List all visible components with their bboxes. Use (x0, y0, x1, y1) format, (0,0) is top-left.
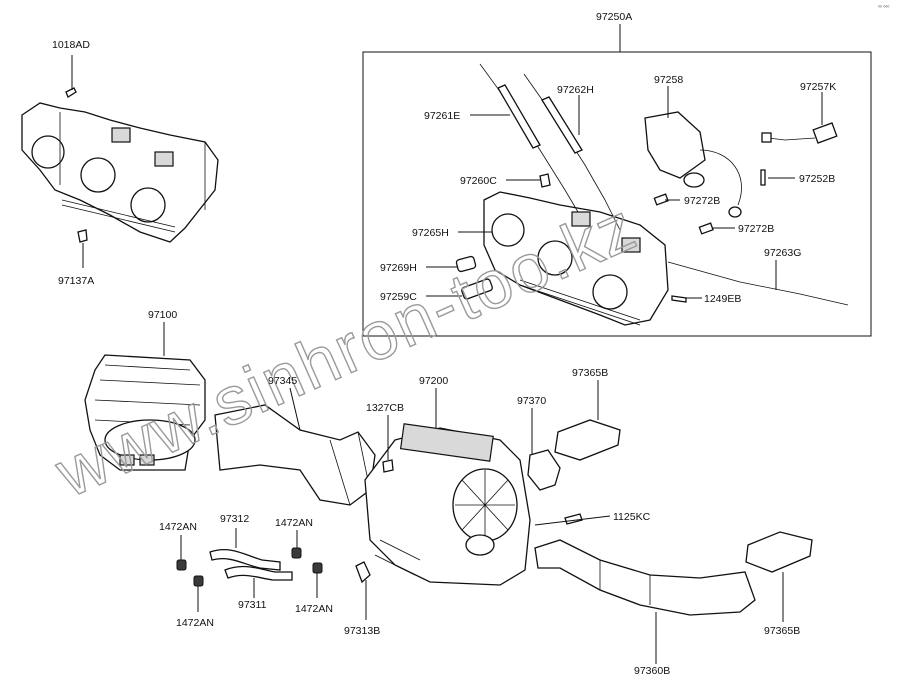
seal-97365B-upper (554, 419, 621, 461)
label-97261E: 97261E (424, 110, 460, 122)
knob-97269H (455, 255, 477, 273)
hose-97311 (224, 565, 293, 581)
clamp-1472AN-a (176, 559, 187, 571)
label-97272B-1: 97272B (684, 195, 720, 207)
label-97365B-2: 97365B (764, 625, 800, 637)
leaders-control (426, 86, 823, 299)
label-1472AN-2: 1472AN (176, 617, 214, 629)
bulb-97259C (461, 278, 493, 300)
label-97370: 97370 (517, 395, 546, 407)
duct-97360B (534, 539, 756, 616)
cable-97263G (667, 261, 849, 306)
label-1249EB: 1249EB (704, 293, 741, 305)
leader-97345 (289, 387, 301, 431)
control-assembly-box (362, 51, 872, 337)
label-97345: 97345 (268, 375, 297, 387)
screw-1249EB (671, 295, 687, 303)
label-97258: 97258 (654, 74, 683, 86)
hose-97312 (209, 548, 281, 571)
duct-97370 (527, 449, 561, 491)
label-97200: 97200 (419, 375, 448, 387)
clip-97137A (77, 229, 88, 268)
heater-control-head-right (483, 191, 669, 326)
label-97360B: 97360B (634, 665, 670, 677)
label-97252B: 97252B (799, 173, 835, 185)
label-97272B-2: 97272B (738, 223, 774, 235)
screw-97252B (760, 169, 766, 186)
corner-code: ⁰⁰ ⁰⁰⁰ (878, 5, 889, 11)
label-97312: 97312 (220, 513, 249, 525)
blower-unit-97100 (84, 354, 206, 471)
cable-97261E (479, 63, 579, 213)
heater-control-head-left (21, 102, 219, 243)
label-97265H: 97265H (412, 227, 449, 239)
label-1018AD: 1018AD (52, 39, 90, 51)
clip-97313B (355, 561, 371, 584)
screw-1125KC (564, 513, 583, 525)
label-1327CB: 1327CB (366, 402, 404, 414)
bulb-97272B-a (653, 193, 669, 206)
label-1472AN-4: 1472AN (295, 603, 333, 615)
clamp-1472AN-b (193, 575, 204, 587)
label-97313B: 97313B (344, 625, 380, 637)
label-97365B-1: 97365B (572, 367, 608, 379)
label-97311: 97311 (238, 599, 267, 611)
actuator-97258 (644, 111, 742, 206)
clamp-1472AN-c (291, 547, 302, 559)
label-97262H: 97262H (557, 84, 594, 96)
screw-1018AD (65, 55, 77, 98)
label-1472AN-1: 1472AN (159, 521, 197, 533)
cable-97262H (523, 73, 621, 231)
label-97259C: 97259C (380, 291, 417, 303)
bulb-97272B-b (698, 206, 742, 235)
label-97137A: 97137A (58, 275, 94, 287)
label-97100: 97100 (148, 309, 177, 321)
label-1125KC: 1125KC (613, 511, 651, 523)
connector-97257K (761, 122, 838, 144)
bolt-1327CB (382, 459, 394, 473)
seal-97365B-lower (745, 531, 813, 573)
label-97263G: 97263G (764, 247, 801, 259)
clamp-1472AN-d (312, 562, 323, 574)
label-97260C: 97260C (460, 175, 497, 187)
leader-1125KC (534, 515, 611, 526)
clip-97260C (539, 173, 551, 188)
label-97257K: 97257K (800, 81, 836, 93)
label-97269H: 97269H (380, 262, 417, 274)
label-1472AN-3: 1472AN (275, 517, 313, 529)
label-97250A: 97250A (596, 11, 632, 23)
heater-unit-97200 (364, 423, 531, 586)
part-labels: 97250A 1018AD 97137A 97261E 97262H 97258… (52, 11, 836, 677)
